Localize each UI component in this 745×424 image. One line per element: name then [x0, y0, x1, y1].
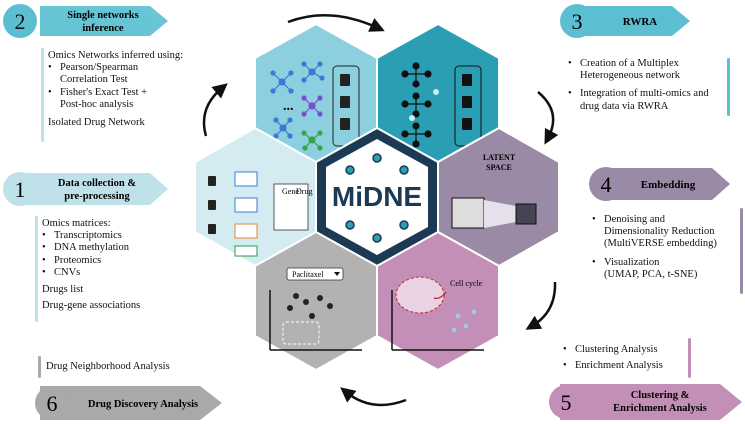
step-1-title-line-2: pre-processing [64, 191, 130, 202]
hex-midne-hub: MiDNE [315, 126, 439, 268]
cluster-highlight [395, 276, 445, 314]
hub-network-decoration [345, 153, 409, 243]
projection-wedge [484, 200, 516, 228]
gene-column-label: Gene [282, 187, 299, 196]
step-5-description: Clustering Analysis Enrichment Analysis [563, 344, 693, 373]
network-icon [273, 117, 293, 139]
step-4-title: Embedding [641, 179, 696, 191]
arrow-3-to-4 [537, 91, 559, 145]
step-2-title-line-1: Single networks [67, 10, 138, 21]
step-1-number-circle [3, 172, 37, 206]
step-2-extra: Isolated Drug Network [48, 117, 145, 129]
gene-drug-table [273, 183, 309, 231]
hex-single-networks: ... [254, 22, 378, 164]
step-4-number: 4 [601, 172, 612, 197]
step-5-number: 5 [561, 390, 572, 415]
step-3-number: 3 [572, 9, 583, 34]
omics-item: Proteomics [42, 255, 202, 267]
step-4-accent-bar [740, 208, 743, 294]
step-5-tab: 5 Clustering & Enrichment Analysis [549, 384, 742, 420]
step-6-tab: 6 Drug Discovery Analysis [35, 386, 222, 420]
latent-matrix-small [515, 203, 537, 225]
step-3-accent-bar [727, 58, 730, 116]
drugs-list-label: Drugs list [42, 284, 84, 296]
network-icon [301, 95, 323, 117]
step-2-tab: 2 Single networks inference [3, 4, 168, 38]
step-2-accent-bar [41, 48, 44, 142]
step-2-heading: Omics Networks inferred using: [48, 50, 184, 61]
hex-clustering: Cell cycle [376, 230, 500, 372]
cell-cycle-label: Cell cycle [450, 279, 483, 288]
latent-space-label-line-2: SPACE [486, 163, 512, 172]
matrix-icon [234, 171, 258, 257]
step-6-title: Drug Discovery Analysis [88, 399, 198, 410]
step-6-number: 6 [47, 391, 58, 416]
step-1-title-line-1: Data collection & [58, 178, 136, 189]
walker-icon [409, 89, 439, 121]
drug-neighborhood-label: Drug Neighborhood Analysis [46, 361, 170, 372]
step-3-tab: 3 RWRA [560, 4, 690, 38]
step-2-item: Fisher's Exact Test +Post-hoc analysis [48, 87, 238, 111]
step-4-tab: 4 Embedding [589, 167, 730, 201]
arrow-5-to-6 [340, 387, 407, 407]
arrow-4-to-5 [525, 281, 557, 330]
step-5-title-line-2: Enrichment Analysis [613, 403, 707, 414]
drug-gene-associations-label: Drug-gene associations [42, 300, 141, 312]
step-1-description: Omics matrices: Transcriptomics DNA meth… [42, 218, 202, 312]
step-2-title-line-2: inference [82, 23, 124, 34]
step-1-number: 1 [15, 177, 26, 202]
drug-column-label: Drug [296, 187, 312, 196]
step-4-item: Visualization(UMAP, PCA, t-SNE) [592, 257, 738, 281]
multiplex-network-icon [401, 62, 432, 148]
step-5-title-line-1: Clustering & [631, 390, 690, 401]
paclitaxel-label: Paclitaxel [292, 270, 324, 279]
scatter-dot [451, 309, 477, 333]
hex-latent-space: LATENT SPACE [437, 126, 560, 268]
step-6-accent-bar [38, 356, 41, 378]
step-1-accent-bar [35, 216, 38, 322]
network-icon [301, 61, 325, 83]
cell-cycle-arrow [433, 291, 447, 299]
network-icon [270, 70, 294, 94]
step-2-number: 2 [15, 9, 26, 34]
network-icon [301, 130, 323, 151]
step-5-number-circle [549, 385, 583, 419]
hex-data-collection: Gene Drug [194, 126, 317, 268]
omics-item: Transcriptomics [42, 230, 202, 242]
step-3-title: RWRA [623, 16, 658, 28]
step-2-description: Omics Networks inferred using: Pearson/S… [48, 50, 238, 129]
drug-bottle-icon [462, 74, 472, 130]
latent-space-label-line-1: LATENT [483, 153, 516, 162]
step-6-description: Drug Neighborhood Analysis [46, 361, 226, 373]
highlight-box [282, 321, 320, 345]
step-5-item: Enrichment Analysis [563, 360, 693, 372]
omics-item: CNVs [42, 267, 202, 279]
scatter-dot [287, 293, 333, 319]
step-5-accent-bar [688, 338, 691, 378]
chevron-down-icon [334, 272, 340, 276]
step-2-number-circle [3, 4, 37, 38]
step-5-item: Clustering Analysis [563, 344, 693, 356]
step-1-tab: 1 Data collection & pre-processing [3, 172, 168, 206]
arrow-2-to-3 [287, 14, 385, 32]
omics-item: DNA methylation [42, 242, 202, 254]
paclitaxel-dropdown [286, 267, 344, 281]
drug-bottle-icon [340, 74, 350, 130]
step-3-number-circle [560, 4, 594, 38]
step-1-heading: Omics matrices: [42, 218, 111, 229]
step-6-number-circle [35, 386, 69, 420]
step-4-number-circle [589, 167, 623, 201]
latent-matrix-large [451, 197, 485, 229]
drug-bottle-icon [208, 176, 216, 234]
midne-logo-text: MiDNE [332, 181, 422, 212]
ellipsis-label: ... [283, 99, 294, 114]
